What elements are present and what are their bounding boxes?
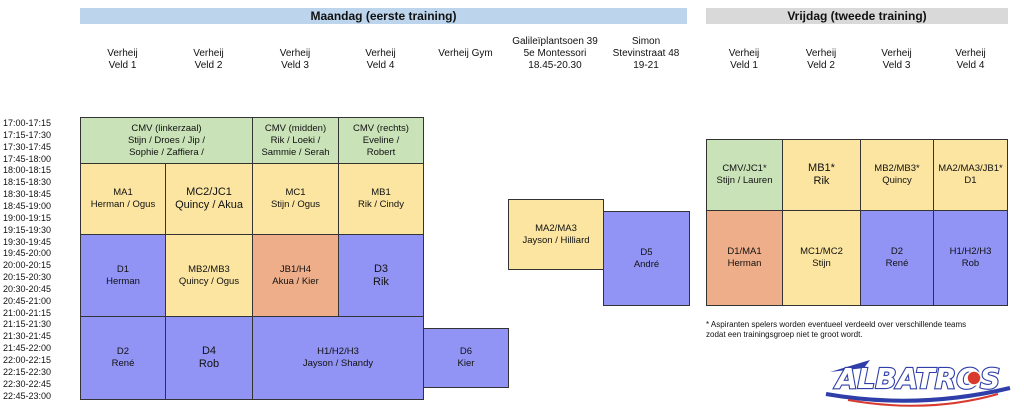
block-label: D1/MA1 Herman bbox=[727, 246, 762, 269]
col-header-mon-gym: Verheij Gym bbox=[438, 48, 493, 59]
albatros-logo: ALBATROS bbox=[818, 350, 1018, 412]
col-header-mon-simon: Simon Stevinstraat 48 19-21 bbox=[612, 36, 680, 71]
block-label: D4 Rob bbox=[198, 345, 220, 370]
mon-block-cmv-rechts: CMV (rechts) Eveline / Robert bbox=[338, 117, 424, 164]
col-header-mon-veld2: Verheij Veld 2 bbox=[193, 48, 224, 71]
time-slot-label: 18:30-18:45 bbox=[3, 189, 52, 200]
block-label: D1 Herman bbox=[106, 263, 140, 287]
time-slot-label: 17:30-17:45 bbox=[3, 141, 52, 152]
mon-block-ma2-ma3: MA2/MA3 Jayson / Hilliard bbox=[508, 199, 604, 270]
block-label: D5 André bbox=[633, 246, 660, 270]
block-label: CMV/JC1* Stijn / Lauren bbox=[716, 163, 773, 186]
time-slot-label: 22:45-23:00 bbox=[3, 390, 52, 401]
time-slot-label: 18:00-18:15 bbox=[3, 165, 52, 176]
time-slot-label: 19:15-19:30 bbox=[3, 224, 52, 235]
block-label: H1/H2/H3 Jayson / Shandy bbox=[302, 346, 374, 369]
block-label: MC1/MC2 Stijn bbox=[800, 246, 843, 269]
time-slot-label: 22:15-22:30 bbox=[3, 366, 52, 377]
fri-block-d1-ma1: D1/MA1 Herman bbox=[706, 210, 783, 306]
time-slot-label: 20:15-20:30 bbox=[3, 272, 52, 283]
friday-banner: Vrijdag (tweede training) bbox=[706, 8, 1008, 24]
mon-block-mc1: MC1 Stijn / Ogus bbox=[252, 163, 339, 235]
col-header-fri-veld2: Verheij Veld 2 bbox=[805, 48, 837, 71]
time-slot-label: 21:15-21:30 bbox=[3, 319, 52, 330]
block-label: D6 Kier bbox=[457, 346, 475, 369]
time-slot-label: 17:45-18:00 bbox=[3, 153, 52, 164]
col-header-fri-veld4: Verheij Veld 4 bbox=[955, 48, 986, 71]
mon-block-d1: D1 Herman bbox=[80, 234, 166, 317]
block-label: JB1/H4 Akua / Kier bbox=[272, 263, 319, 287]
mon-block-ma1: MA1 Herman / Ogus bbox=[80, 163, 166, 235]
time-slot-label: 21:45-22:00 bbox=[3, 343, 52, 354]
block-label: D3 Rik bbox=[373, 262, 389, 288]
block-label: CMV (linkerzaal) Stijn / Droes / Jip / S… bbox=[127, 122, 206, 158]
time-slot-label: 19:00-19:15 bbox=[3, 212, 52, 223]
block-label: H1/H2/H3 Rob bbox=[949, 246, 992, 269]
col-header-fri-veld3: Verheij Veld 3 bbox=[881, 48, 912, 71]
block-label: CMV (midden) Rik / Loeki / Sammie / Sera… bbox=[261, 122, 330, 158]
mon-block-jb1-h4: JB1/H4 Akua / Kier bbox=[252, 234, 339, 317]
time-slot-label: 19:30-19:45 bbox=[3, 236, 52, 247]
block-label: MB1* Rik bbox=[808, 162, 835, 187]
block-label: D2 René bbox=[885, 246, 909, 269]
time-slot-label: 17:15-17:30 bbox=[3, 129, 52, 140]
mon-block-d4: D4 Rob bbox=[165, 316, 253, 400]
col-header-mon-galilei: Galileïplantsoen 39 5e Montessori 18.45-… bbox=[512, 36, 598, 71]
time-slot-label: 20:30-20:45 bbox=[3, 283, 52, 294]
footnote: * Aspiranten spelers worden eventueel ve… bbox=[706, 320, 967, 339]
fri-block-cmv-jc1: CMV/JC1* Stijn / Lauren bbox=[706, 139, 783, 211]
fri-block-mb2-mb3: MB2/MB3* Quincy bbox=[860, 139, 934, 211]
mon-block-d3: D3 Rik bbox=[338, 234, 424, 317]
block-label: MB2/MB3 Quincy / Ogus bbox=[178, 263, 240, 287]
mon-block-cmv-midden: CMV (midden) Rik / Loeki / Sammie / Sera… bbox=[252, 117, 339, 164]
block-label: CMV (rechts) Eveline / Robert bbox=[353, 122, 409, 158]
time-slot-label: 20:45-21:00 bbox=[3, 295, 52, 306]
block-label: MB2/MB3* Quincy bbox=[874, 163, 920, 186]
mon-block-d5: D5 André bbox=[603, 211, 690, 306]
mon-block-mb1: MB1 Rik / Cindy bbox=[338, 163, 424, 235]
time-slot-label: 18:45-19:00 bbox=[3, 200, 52, 211]
time-slot-label: 21:00-21:15 bbox=[3, 307, 52, 318]
block-label: MA2/MA3 Jayson / Hilliard bbox=[522, 222, 590, 246]
mon-block-h1-h2-h3: H1/H2/H3 Jayson / Shandy bbox=[252, 316, 424, 400]
col-header-fri-veld1: Verheij Veld 1 bbox=[728, 48, 760, 71]
block-label: MB1 Rik / Cindy bbox=[358, 187, 404, 210]
monday-banner: Maandag (eerste training) bbox=[80, 8, 687, 24]
time-slot-label: 19:45-20:00 bbox=[3, 248, 52, 259]
block-label: D2 René bbox=[111, 346, 135, 369]
mon-block-mb2-mb3: MB2/MB3 Quincy / Ogus bbox=[165, 234, 253, 317]
time-slot-label: 17:00-17:15 bbox=[3, 118, 52, 128]
block-label: MA2/MA3/JB1* D1 bbox=[938, 163, 1003, 186]
block-label: MC2/JC1 Quincy / Akua bbox=[175, 186, 243, 211]
time-slot-label: 20:00-20:15 bbox=[3, 260, 52, 271]
time-slot-label: 22:30-22:45 bbox=[3, 378, 52, 389]
mon-block-mc2-jc1: MC2/JC1 Quincy / Akua bbox=[165, 163, 253, 235]
fri-block-d2: D2 René bbox=[860, 210, 934, 306]
col-header-mon-veld1: Verheij Veld 1 bbox=[107, 48, 138, 71]
time-slot-label: 22:00-22:15 bbox=[3, 355, 52, 365]
col-header-mon-veld4: Verheij Veld 4 bbox=[365, 48, 396, 71]
mon-block-d6: D6 Kier bbox=[423, 328, 509, 388]
fri-block-ma2-ma3-jb1: MA2/MA3/JB1* D1 bbox=[933, 139, 1008, 211]
time-slot-label: 18:15-18:30 bbox=[3, 177, 52, 188]
fri-block-mc1-mc2: MC1/MC2 Stijn bbox=[782, 210, 861, 306]
albatros-logo-graphic: ALBATROS bbox=[825, 360, 1011, 407]
block-label: MA1 Herman / Ogus bbox=[90, 187, 156, 210]
mon-block-cmv-linkerzaal: CMV (linkerzaal) Stijn / Droes / Jip / S… bbox=[80, 117, 253, 164]
col-header-mon-veld3: Verheij Veld 3 bbox=[279, 48, 311, 71]
mon-block-d2: D2 René bbox=[80, 316, 166, 400]
fri-block-mb1: MB1* Rik bbox=[782, 139, 861, 211]
fri-block-h1-h2-h3: H1/H2/H3 Rob bbox=[933, 210, 1008, 306]
time-slot-label: 21:30-21:45 bbox=[3, 331, 52, 342]
block-label: MC1 Stijn / Ogus bbox=[270, 187, 321, 210]
